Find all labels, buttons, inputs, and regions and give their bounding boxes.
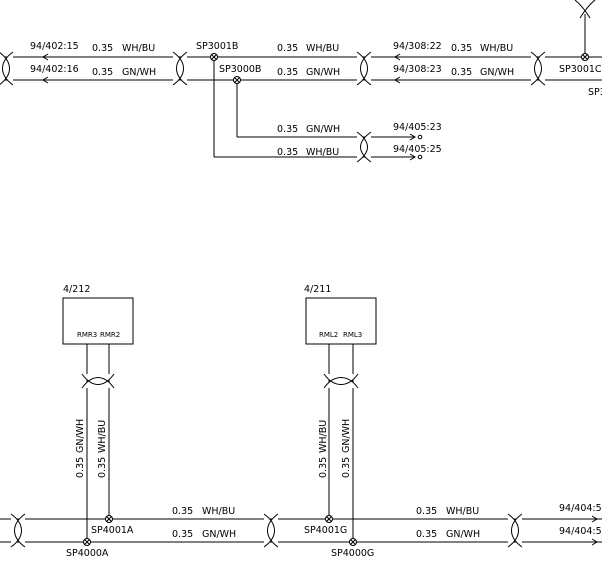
wire-color: WH/BU [202,506,235,517]
splice-label: SP4000G [331,548,374,559]
wire-gauge: 0.35 [451,67,472,78]
twisted-pair-icon [356,51,372,86]
arrow-right-icon [409,133,416,141]
twisted-pair-icon [81,373,115,389]
wire-gauge: 0.35 [97,457,108,478]
pin-label: RMR2 [100,331,120,339]
ref-label: 94/405:23 [393,122,442,133]
twisted-pair-icon [172,51,188,86]
ref-label: 94/404:52 [559,526,602,537]
arrow-right-icon [591,538,598,546]
twisted-pair-icon [530,51,546,86]
splice-label: SP4000A [66,548,109,559]
top-harness: 94/402:15 94/402:16 0.35 WH/BU 0.35 GN/W… [0,0,602,163]
splice-label: SP3001B [196,41,238,52]
wire-gauge: 0.35 [92,43,113,54]
arrow-left-icon [394,53,401,61]
wire-color: GN/WH [202,529,236,540]
component-ref: 4/211 [304,284,331,295]
splice-label: SP4001G [304,525,347,536]
wire-gauge: 0.35 [172,529,193,540]
wire-gauge: 0.35 [75,457,86,478]
wire-color: WH/BU [318,420,329,453]
twisted-pair-icon [10,513,26,548]
twisted-pair-icon [0,51,14,86]
wire-color: GN/WH [480,67,514,78]
arrow-right-icon [409,153,416,161]
wire-color: WH/BU [122,43,155,54]
wire-gauge: 0.35 [318,457,329,478]
splice-marker-icon [210,53,218,61]
pin-label: RMR3 [77,331,97,339]
component-box [62,297,134,345]
twisted-pair-icon [507,513,523,548]
arrow-left-icon [394,76,401,84]
splice-marker-icon [581,53,589,61]
ref-label: 94/402:16 [30,64,79,75]
splice-marker-icon [325,515,333,523]
wire-color: GN/WH [306,67,340,78]
wire-color: GN/WH [306,124,340,135]
pin-label: RML2 [319,331,338,339]
component-ref: 4/212 [63,284,90,295]
splice-marker-icon [233,76,241,84]
splice-marker-icon [105,515,113,523]
terminal-icon [417,134,423,140]
splice-marker-icon [349,538,357,546]
twisted-pair-icon [323,373,359,389]
wire-color: WH/BU [446,506,479,517]
splice-label: SP3 [588,87,602,98]
terminal-icon [417,154,423,160]
wire-gauge: 0.35 [92,67,113,78]
wire-color: GN/WH [341,419,352,453]
wire-color: WH/BU [480,43,513,54]
twisted-pair-icon [263,513,279,548]
pin-label: RML3 [343,331,362,339]
wire-color: WH/BU [306,43,339,54]
ref-label: 94/308:23 [393,64,442,75]
twisted-pair-icon [356,131,372,163]
wire-gauge: 0.35 [277,43,298,54]
wire-gauge: 0.35 [416,529,437,540]
wire-gauge: 0.35 [172,506,193,517]
ref-label: 94/402:15 [30,41,79,52]
bottom-harness: 4/212 4/211 RMR3 RMR2 RML2 RML3 [0,284,602,559]
twisted-pair-icon [574,0,596,19]
wire-gauge: 0.35 [277,67,298,78]
splice-label: SP3000B [219,64,261,75]
arrow-left-icon [42,53,49,61]
wire-gauge: 0.35 [416,506,437,517]
ref-label: 94/308:22 [393,41,442,52]
arrow-left-icon [42,76,49,84]
ref-label: 94/404:51 [559,503,602,514]
wire-color: WH/BU [306,147,339,158]
wire-gauge: 0.35 [277,124,298,135]
wire-color: GN/WH [446,529,480,540]
splice-label: SP4001A [91,525,134,536]
ref-label: 94/405:25 [393,144,442,155]
wire-color: GN/WH [122,67,156,78]
splice-marker-icon [83,538,91,546]
component-box [305,297,377,345]
wire-gauge: 0.35 [451,43,472,54]
arrow-right-icon [591,515,598,523]
splice-label: SP3001C [559,64,602,75]
wire-color: WH/BU [97,420,108,453]
wire-gauge: 0.35 [341,457,352,478]
wire-color: GN/WH [75,419,86,453]
wire-gauge: 0.35 [277,147,298,158]
